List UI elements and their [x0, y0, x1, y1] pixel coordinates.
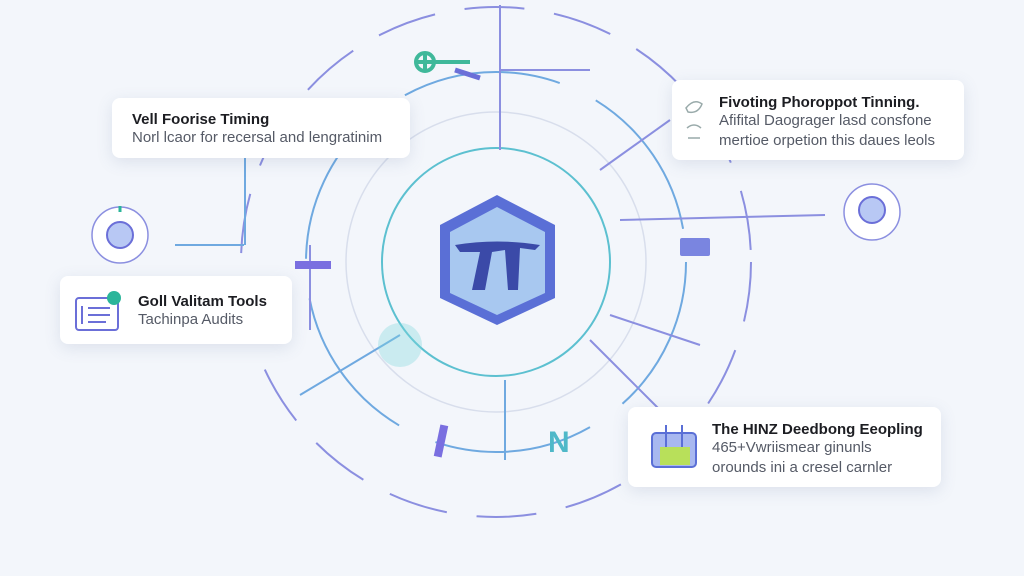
connector-right [619, 214, 826, 221]
card-line-1: Afifital Daograger lasd consfone [719, 112, 932, 129]
card-line-2: orounds ini a cresel carnler [712, 459, 893, 476]
machine-illustration-icon [651, 425, 697, 468]
card-top-left: Vell Foorise Timing Norl lcaor for recer… [112, 98, 410, 158]
face-outline-icon [685, 101, 703, 139]
outer-ring [240, 6, 752, 518]
card-subtitle: Norl lcaor for recersal and lengratinim [132, 129, 383, 146]
checklist-icon [75, 291, 121, 331]
card-line-2: mertioe orpetion this daues leols [719, 132, 935, 149]
bar-marker [433, 424, 449, 458]
card-title: Fivoting Phoroppot Tinning. [719, 94, 920, 111]
connector-bottom-left [299, 334, 401, 396]
card-title: Goll Valitam Tools [138, 293, 267, 310]
small-panel-icon [680, 238, 710, 256]
connector-top [499, 5, 590, 71]
left-badge-icon [91, 206, 149, 264]
middle-ring [305, 71, 687, 453]
hexagon-badge-icon [440, 195, 555, 325]
card-bottom-right: The HINZ Deedbong Eeopling 465+Vwriismea… [628, 407, 941, 487]
card-subtitle: Tachinpa Audits [138, 311, 244, 328]
connector-bottom-right [589, 339, 661, 411]
dash-marker [295, 261, 331, 269]
key-icon [414, 51, 481, 81]
card-left: Goll Valitam Tools Tachinpa Audits [60, 276, 292, 344]
right-badge-icon [843, 183, 901, 241]
card-title: Vell Foorise Timing [132, 111, 270, 128]
inner-ring [381, 147, 611, 377]
card-line-1: 465+Vwriismear ginunls [712, 439, 872, 456]
card-top-right: Fivoting Phoroppot Tinning. Afifital Dao… [672, 80, 964, 160]
faint-ring [345, 111, 647, 413]
n-glyph-icon: N [548, 426, 570, 459]
card-title: The HINZ Deedbong Eeopling [712, 421, 923, 438]
